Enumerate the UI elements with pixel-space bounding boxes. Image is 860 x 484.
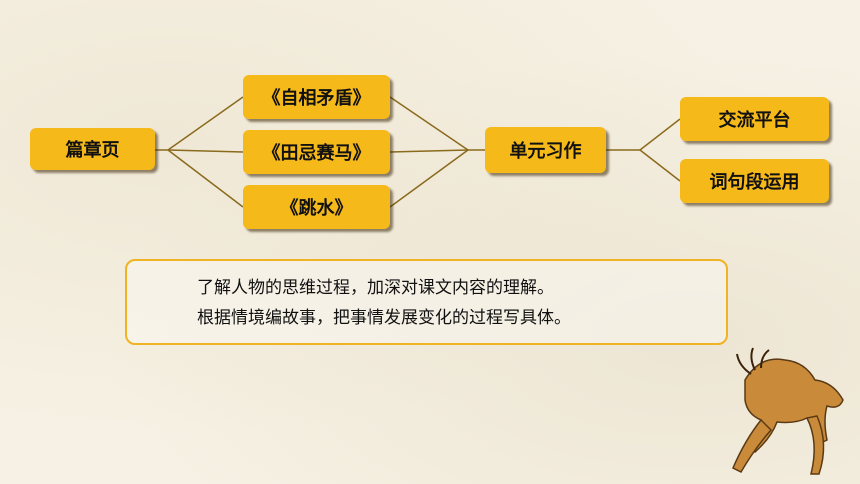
- node-lesson-zixiang-maodun: 《自相矛盾》: [243, 75, 390, 119]
- node-unit-writing: 单元习作: [485, 127, 606, 173]
- node-lesson-tiaoshui: 《跳水》: [243, 185, 390, 229]
- learning-goals-box: 了解人物的思维过程，加深对课文内容的理解。 根据情境编故事，把事情发展变化的过程…: [125, 259, 728, 345]
- horse-painting-icon: [732, 347, 844, 475]
- node-exchange-platform: 交流平台: [680, 97, 829, 141]
- node-word-sentence-use: 词句段运用: [680, 159, 829, 203]
- goal-line-1: 了解人物的思维过程，加深对课文内容的理解。: [197, 278, 554, 298]
- node-lesson-tianji-saima: 《田忌赛马》: [243, 130, 390, 174]
- goal-line-2: 根据情境编故事，把事情发展变化的过程写具体。: [197, 308, 571, 328]
- node-chapter-page: 篇章页: [30, 128, 155, 170]
